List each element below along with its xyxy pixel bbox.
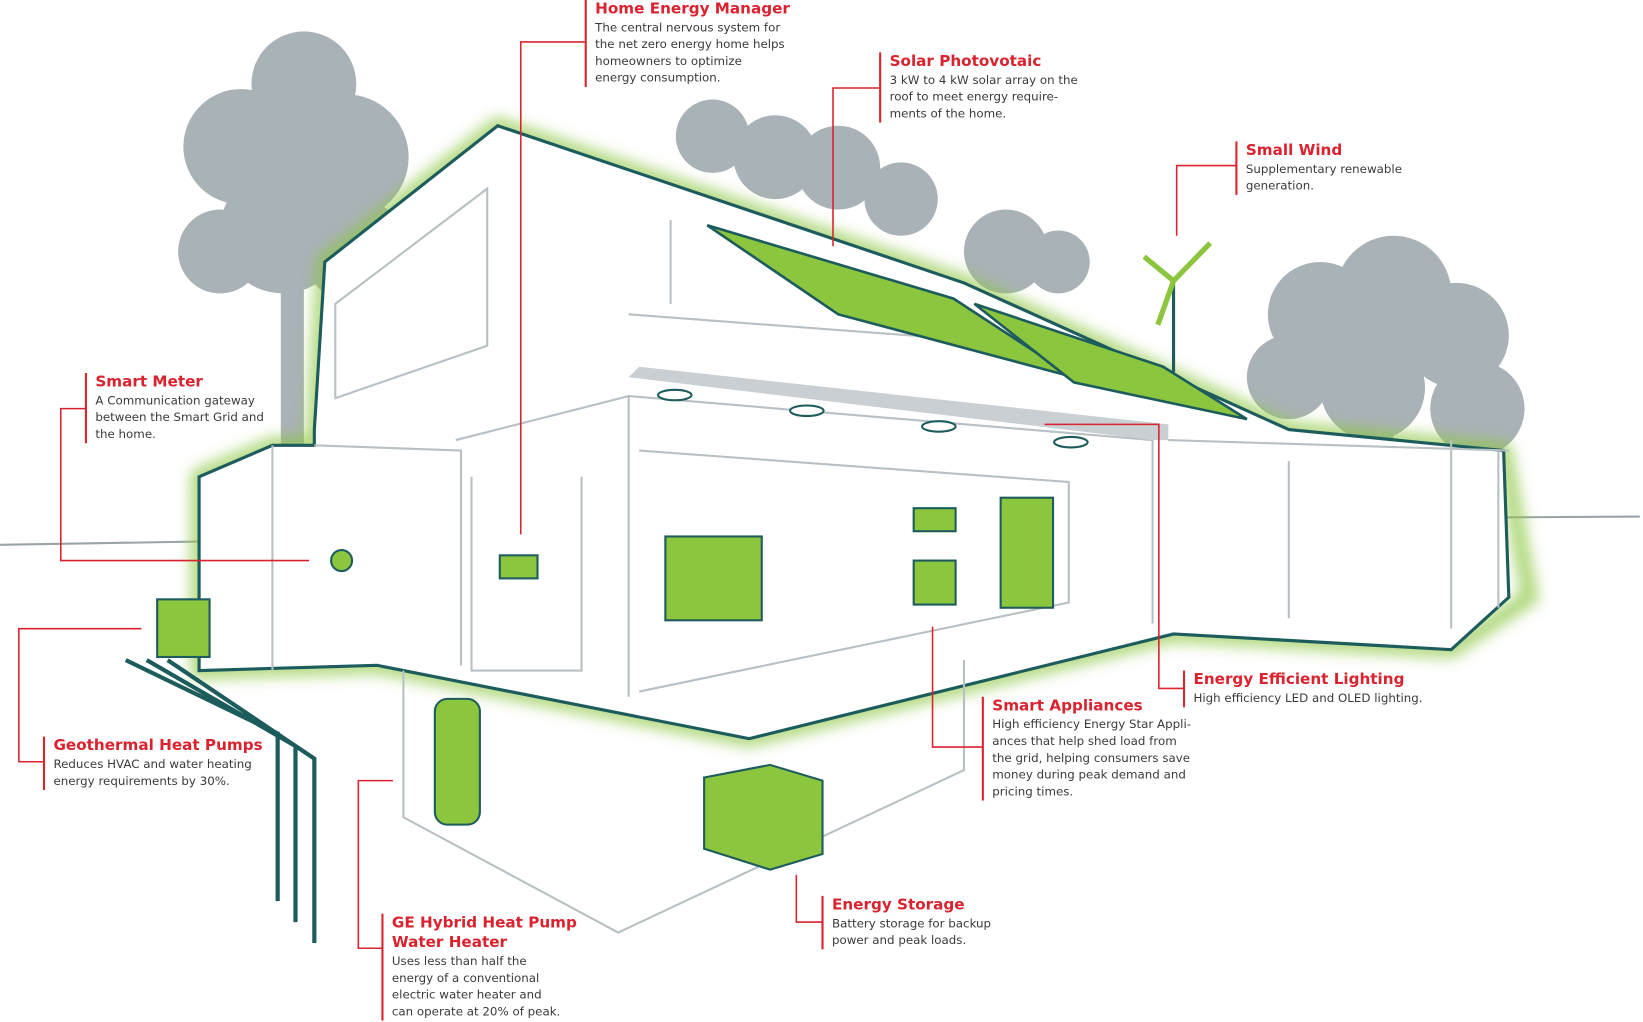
appliances (156, 496, 1055, 871)
callout-text: Supplementary renewable (1245, 162, 1402, 177)
callout-home-energy-manager: Home Energy Manager The central nervous … (584, 0, 790, 87)
callout-text: between the Smart Grid and (95, 410, 264, 425)
callout-text: the grid, helping consumers save (992, 751, 1191, 765)
callout-smart-appliances: Smart Appliances High efficiency Energy … (981, 696, 1192, 801)
callout-title: Small Wind (1245, 142, 1343, 160)
callout-text: homeowners to optimize (595, 54, 742, 69)
callout-text: The central nervous system for (595, 20, 781, 35)
callout-text: A Communication gateway (95, 393, 255, 408)
ceiling-lights (656, 388, 1089, 449)
callout-energy-storage: Energy Storage Battery storage for backu… (821, 895, 992, 950)
geothermal-pipes (124, 658, 317, 944)
callout-text: Reduces HVAC and water heating (53, 757, 252, 772)
callout-text: generation. (1245, 179, 1314, 193)
callout-water-heater: GE Hybrid Heat Pump Water Heater Uses le… (381, 913, 577, 1021)
callout-text: the net zero energy home helps (595, 37, 785, 52)
callout-title: Home Energy Manager (595, 1, 790, 18)
callout-text: can operate at 20% of peak. (391, 1004, 561, 1019)
callout-title: Solar Photovotaic (889, 53, 1042, 71)
callout-connectors (18, 41, 1237, 950)
callout-text: Uses less than half the (391, 954, 527, 969)
callout-text: energy consumption. (595, 71, 721, 85)
wind-turbine (1142, 241, 1213, 372)
callout-text: High efficiency Energy Star Appli- (992, 717, 1192, 732)
callout-title: Geothermal Heat Pumps (53, 737, 263, 755)
callout-text: electric water heater and (391, 988, 542, 1002)
callout-text: 3 kW to 4 kW solar array on the (889, 73, 1078, 87)
callout-title: Water Heater (391, 934, 508, 952)
callout-text: roof to meet energy require- (889, 90, 1059, 104)
tree-right (1246, 235, 1525, 519)
solar-panels (706, 224, 1248, 421)
callout-title: Energy Efficient Lighting (1193, 671, 1405, 689)
callout-text: Battery storage for backup (831, 916, 992, 931)
callout-title: Smart Appliances (992, 697, 1143, 715)
callout-solar: Solar Photovotaic 3 kW to 4 kW solar arr… (879, 52, 1078, 123)
callout-small-wind: Small Wind Supplementary renewable gener… (1235, 141, 1402, 195)
callout-text: ances that help shed load from (992, 734, 1177, 749)
callout-text: the home. (95, 427, 156, 442)
callout-text: pricing times. (992, 784, 1074, 799)
callout-smart-meter: Smart Meter A Communication gateway betw… (84, 373, 264, 444)
callout-text: energy of a conventional (391, 971, 540, 985)
tree-middle (675, 99, 1090, 294)
callout-text: money during peak demand and (992, 768, 1186, 782)
callout-title: Smart Meter (95, 374, 203, 391)
callout-text: energy requirements by 30%. (53, 774, 230, 788)
callout-text: High efficiency LED and OLED lighting. (1193, 691, 1423, 706)
callout-title: Energy Storage (831, 896, 965, 914)
callout-text: ments of the home. (889, 106, 1007, 121)
callout-text: power and peak loads. (831, 933, 967, 948)
callout-lighting: Energy Efficient Lighting High efficienc… (1182, 670, 1423, 708)
callout-title: GE Hybrid Heat Pump (391, 914, 577, 932)
callout-geothermal: Geothermal Heat Pumps Reduces HVAC and w… (42, 736, 263, 791)
